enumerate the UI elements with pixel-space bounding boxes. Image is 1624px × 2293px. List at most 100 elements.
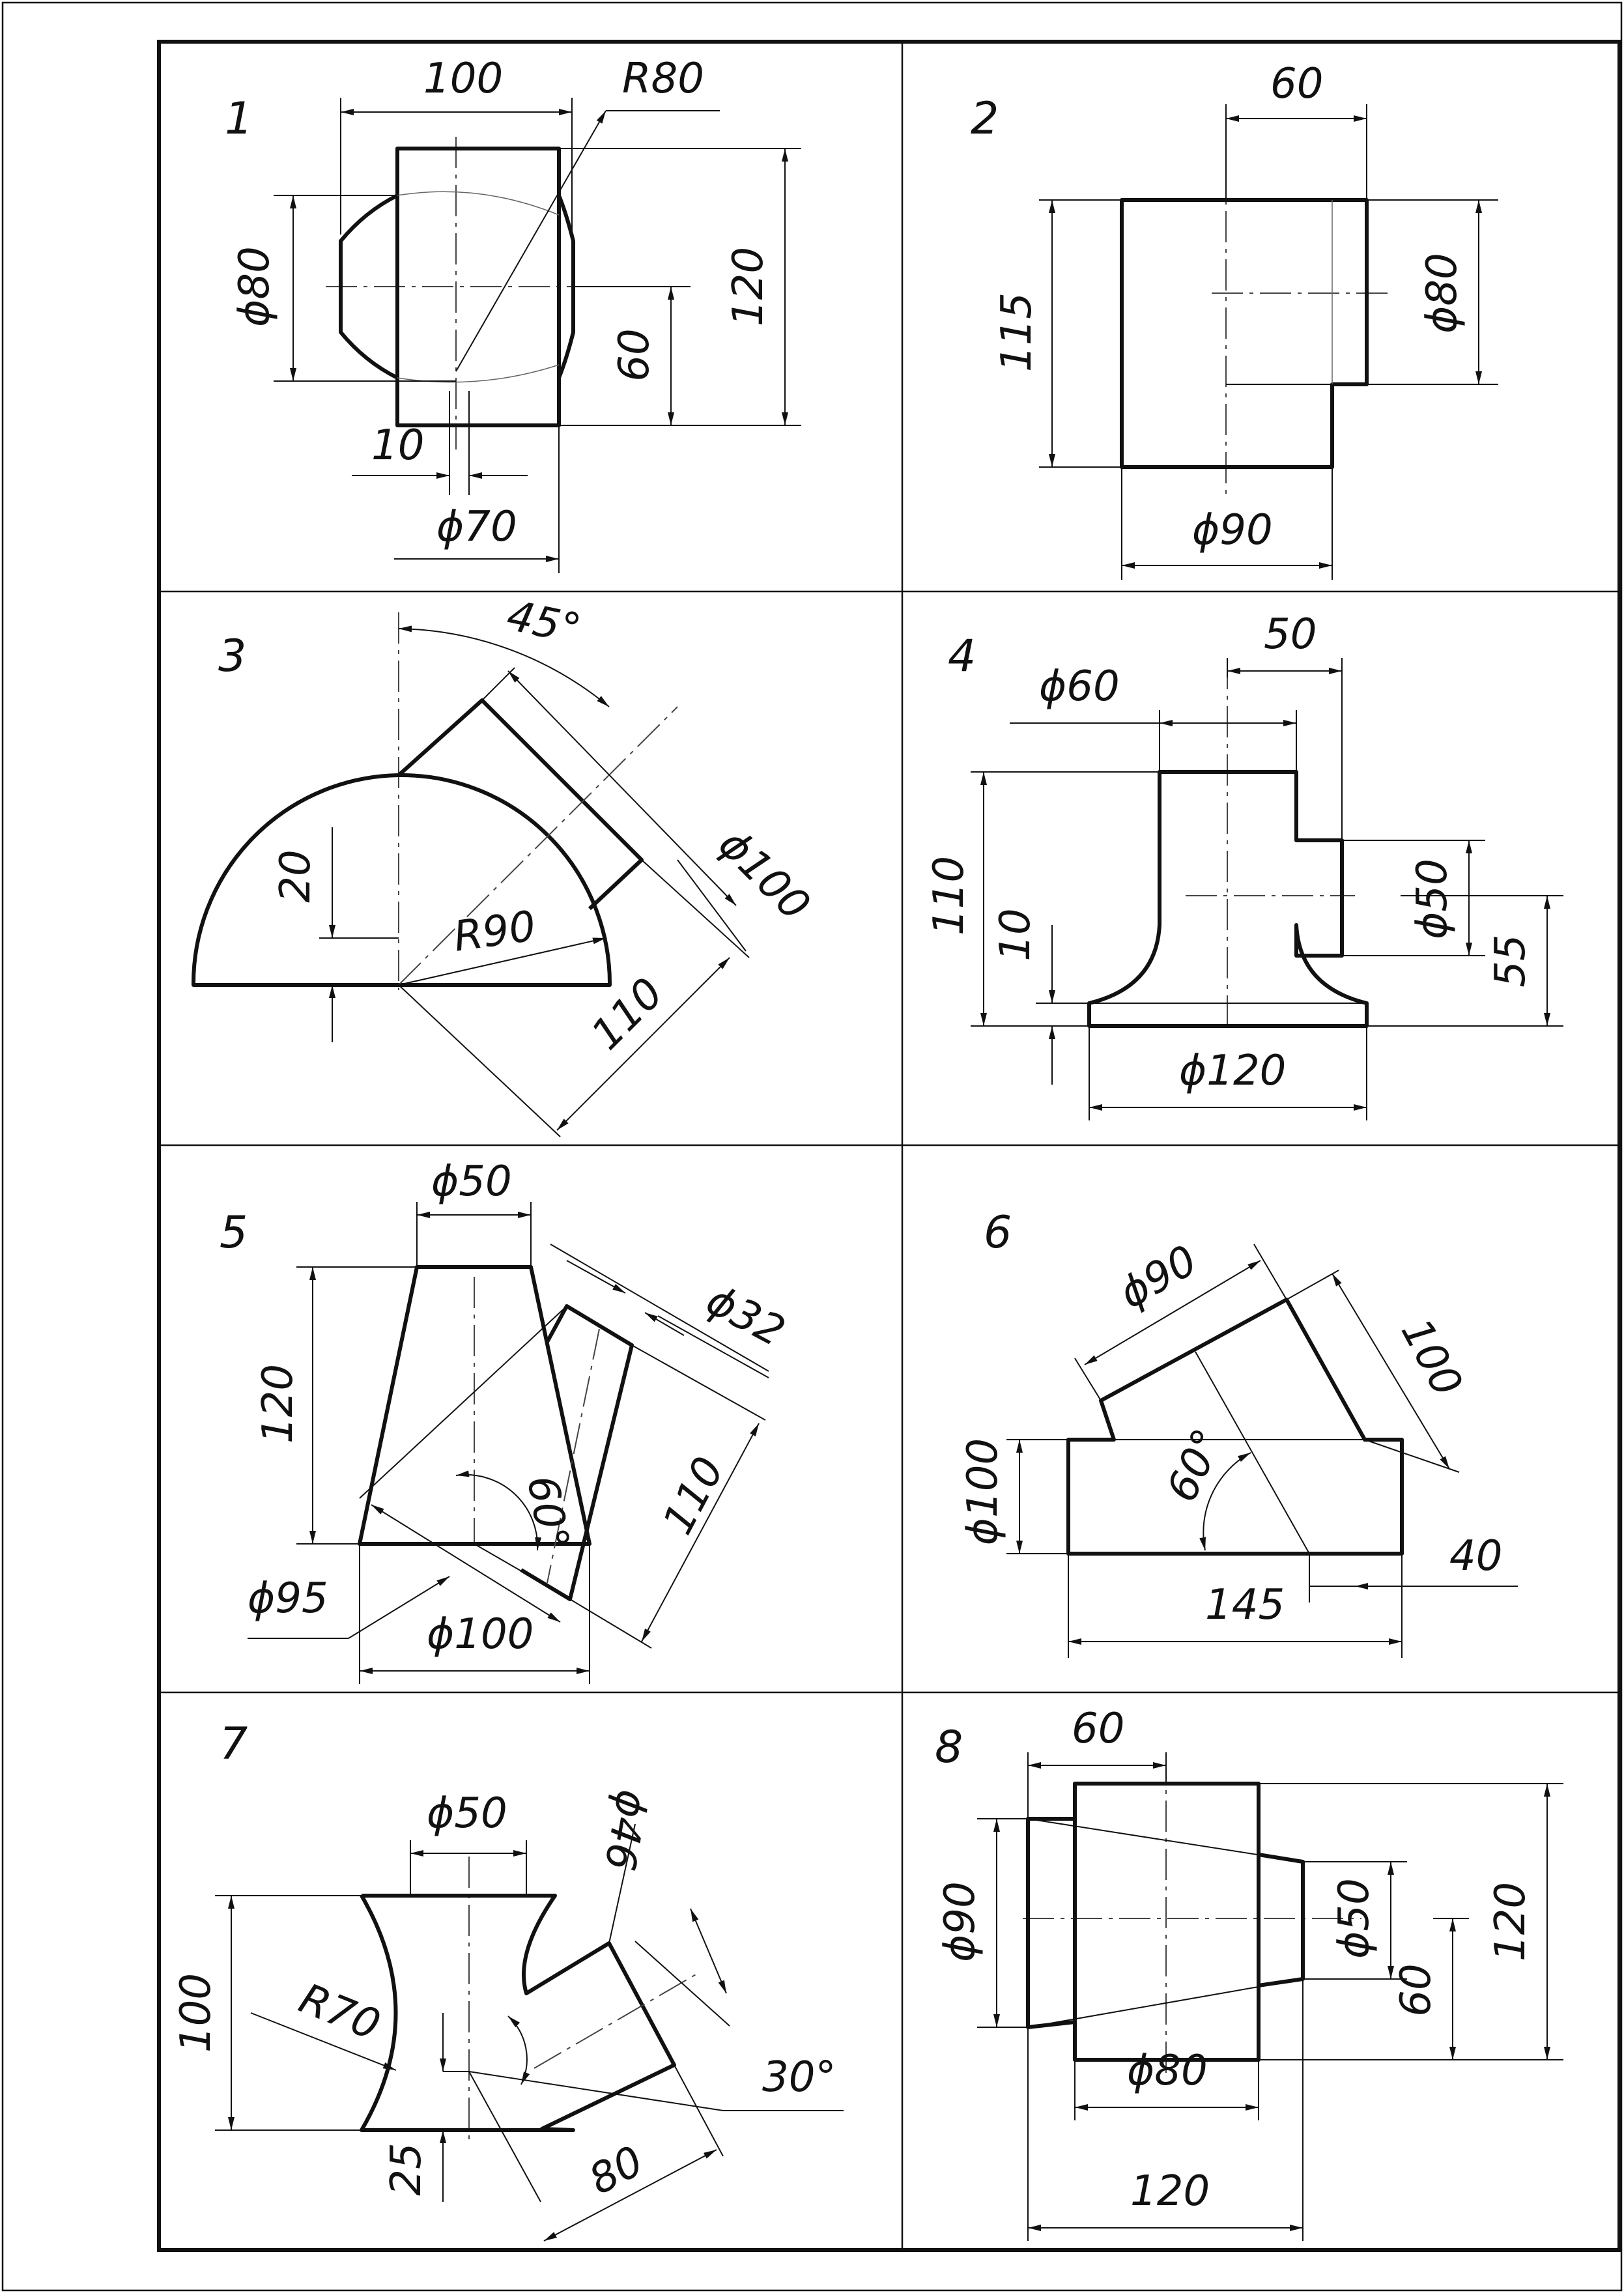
dim-label-100: 100 xyxy=(172,1973,220,2053)
panel-6-body xyxy=(1066,1298,1404,1556)
dim-label-phi90: ϕ90 xyxy=(936,1881,984,1962)
panel-7-construction xyxy=(468,2071,541,2202)
dim-label-110: 110 xyxy=(925,856,973,935)
dim-label-r90: R90 xyxy=(451,902,539,961)
dim-phi100-diag xyxy=(371,1504,561,1623)
panel-3: 3 45° ϕ100 20 R90 110 xyxy=(191,591,819,1137)
dim-label-phi50: ϕ50 xyxy=(1408,859,1457,939)
panel-8-cone-bottom-edge xyxy=(1027,1978,1303,2028)
dim-label-120: 120 xyxy=(1487,1882,1535,1961)
dim-label-phi46: ϕ46 xyxy=(595,1786,656,1874)
ext-line xyxy=(1253,1244,1287,1300)
dim-label-60: 60° xyxy=(1158,1422,1232,1509)
panel-1-number: 1 xyxy=(225,93,253,145)
panel-5-construction-2 xyxy=(474,1543,571,1600)
dim-110 xyxy=(556,957,730,1131)
dim-60-arc xyxy=(1199,1452,1251,1551)
dim-label-phi80: ϕ80 xyxy=(1418,253,1466,334)
dim-label-115: 115 xyxy=(993,292,1041,372)
dim-phi46 xyxy=(690,1908,727,1994)
dim-label-120: 120 xyxy=(254,1364,302,1444)
panel-7: 7 ϕ50 ϕ46 100 R70 30° 25 80 xyxy=(172,1718,844,2242)
ext-line xyxy=(398,984,561,1137)
panel-5: 5 ϕ50 ϕ32 120 60° 110 ϕ95 ϕ100 xyxy=(220,1158,792,1684)
panel-2: 2 60 115 ϕ80 ϕ90 xyxy=(971,60,1498,580)
panel-3-hemisphere xyxy=(191,773,612,987)
dim-label-100: 100 xyxy=(1391,1311,1472,1404)
ext-line xyxy=(608,1823,636,1944)
leader-phi32 xyxy=(657,1315,769,1378)
dim-label-120: 120 xyxy=(724,247,773,326)
panel-5-branch xyxy=(520,1304,634,1601)
dim-label-25: 25 xyxy=(382,2143,431,2195)
dim-80 xyxy=(543,2149,717,2242)
panel-4: 4 50 ϕ60 110 10 ϕ50 55 ϕ120 xyxy=(925,610,1563,1120)
ext-line xyxy=(569,1599,652,1649)
dim-label-phi50: ϕ50 xyxy=(427,1789,507,1838)
dim-label-phi90: ϕ90 xyxy=(1111,1236,1205,1318)
panel-5-number: 5 xyxy=(220,1207,248,1259)
dim-label-110: 110 xyxy=(582,969,673,1060)
dim-label-60: 60° xyxy=(517,1472,578,1554)
dim-label-r70: R70 xyxy=(292,1974,386,2050)
dim-label-80: 80 xyxy=(582,2137,651,2205)
dim-label-phi50: ϕ50 xyxy=(431,1158,512,1206)
ext-line xyxy=(1286,1270,1339,1300)
dim-r90 xyxy=(398,937,606,986)
panel-1-cylinder-body xyxy=(395,147,561,427)
panel-8: 8 60 ϕ90 ϕ50 60 120 ϕ80 120 xyxy=(935,1705,1563,2241)
dim-label-110: 110 xyxy=(654,1449,734,1543)
ext-line xyxy=(1364,1439,1460,1473)
ext-line xyxy=(1074,1358,1102,1401)
panel-7-spool xyxy=(360,1894,676,2132)
dim-label-phi120: ϕ120 xyxy=(1179,1047,1286,1095)
dim-label-20: 20 xyxy=(272,849,320,902)
dim-label-50: 50 xyxy=(1264,610,1317,659)
panel-5-construction-1 xyxy=(359,1305,567,1499)
dim-label-phi90: ϕ90 xyxy=(1192,506,1273,554)
panel-3-branch-cylinder xyxy=(397,698,644,911)
panel-4-number: 4 xyxy=(948,631,976,682)
ext-line xyxy=(677,859,747,952)
panel-8-number: 8 xyxy=(935,1722,963,1773)
dim-phi100 xyxy=(507,670,737,906)
dim-label-60: 60 xyxy=(1270,60,1323,108)
dim-label-phi100: ϕ100 xyxy=(959,1438,1007,1545)
panel-6-branch-axis xyxy=(1195,1351,1310,1554)
leader-r70 xyxy=(250,2012,397,2071)
dim-label-phi95: ϕ95 xyxy=(248,1574,328,1623)
dim-label-phi70: ϕ70 xyxy=(436,503,517,551)
panel-3-branch-axis xyxy=(398,706,678,986)
dim-label-30: 30° xyxy=(762,2053,836,2101)
dim-label-60: 60 xyxy=(1072,1705,1124,1753)
dim-label-120b: 120 xyxy=(1130,2167,1210,2215)
dim-label-phi60: ϕ60 xyxy=(1039,662,1120,711)
dim-label-r80: R80 xyxy=(622,55,704,103)
panel-6-number: 6 xyxy=(984,1207,1012,1259)
ext-line xyxy=(674,2064,724,2157)
dim-label-phi50: ϕ50 xyxy=(1330,1878,1378,1959)
dim-phi32-b xyxy=(644,1312,685,1336)
panel-7-number: 7 xyxy=(220,1718,248,1770)
panel-2-number: 2 xyxy=(971,93,999,145)
dim-label-phi32: ϕ32 xyxy=(698,1276,792,1356)
ext-line xyxy=(631,1345,766,1421)
dim-110 xyxy=(641,1423,760,1642)
dim-label-60: 60 xyxy=(610,328,659,381)
dim-phi32-a xyxy=(566,1260,626,1294)
panel-6: 6 ϕ90 100 ϕ100 60° 40 145 xyxy=(959,1207,1518,1658)
dim-100 xyxy=(1332,1273,1450,1470)
panel-7-branch-axis xyxy=(534,1973,698,2069)
dim-phi90 xyxy=(1084,1260,1261,1365)
dim-label-145: 145 xyxy=(1205,1581,1285,1629)
panel-3-number: 3 xyxy=(218,631,246,682)
dim-label-40: 40 xyxy=(1449,1532,1502,1580)
dim-label-10: 10 xyxy=(371,421,424,470)
panel-2-tee-outline xyxy=(1120,198,1369,469)
dim-label-phi80: ϕ80 xyxy=(231,246,279,327)
dim-30-arc xyxy=(507,2015,530,2085)
dim-label-100: 100 xyxy=(423,55,503,103)
dim-label-60b: 60 xyxy=(1392,1963,1440,2016)
